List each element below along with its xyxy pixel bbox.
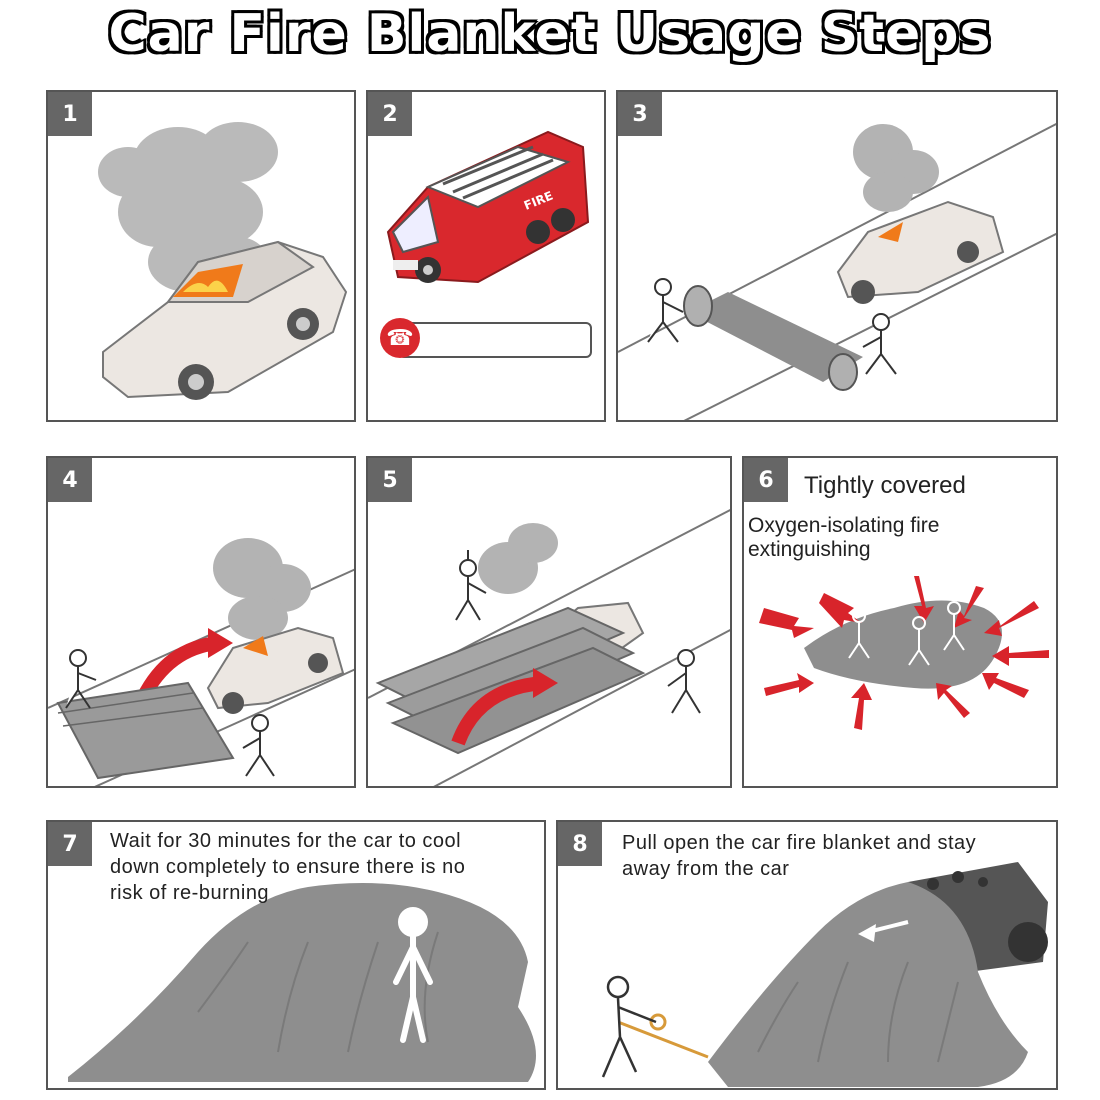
fire-truck-illustration: FIRE bbox=[386, 130, 590, 284]
burning-car-illustration bbox=[98, 122, 348, 400]
oxygen-isolation-illustration bbox=[759, 576, 1049, 730]
step-6-panel: Tightly covered Oxygen-isolating fire ex… bbox=[742, 456, 1058, 788]
step-3-panel: 3 bbox=[616, 90, 1058, 422]
step-1-badge: 1 bbox=[48, 92, 92, 136]
step-8-line-2: away from the car bbox=[622, 858, 790, 880]
step-7-badge: 7 bbox=[48, 822, 92, 866]
cover-car-illustration bbox=[368, 508, 730, 786]
step-6-line-2: Oxygen-isolating fire extinguishing bbox=[748, 514, 940, 561]
step-8-panel: Pull open the car fire blanket and stay … bbox=[556, 820, 1058, 1090]
step-5-badge: 5 bbox=[368, 458, 412, 502]
step-6-badge: 6 bbox=[744, 458, 788, 502]
phone-number-field bbox=[398, 322, 592, 358]
page-title: Car Fire Blanket Usage Steps bbox=[107, 3, 992, 66]
pull-blanket-illustration bbox=[601, 862, 1048, 1087]
step-3-badge: 3 bbox=[618, 92, 662, 136]
phone-call-icon: ☎ bbox=[380, 318, 420, 358]
step-2-badge: 2 bbox=[368, 92, 412, 136]
step-1-panel: 1 bbox=[46, 90, 356, 422]
covered-car-waiting-illustration bbox=[68, 883, 536, 1082]
step-5-panel: 5 bbox=[366, 456, 732, 788]
step-7-panel: Wait for 30 minutes for the car to cool … bbox=[46, 820, 546, 1090]
step-7-line-3: risk of re-burning bbox=[110, 882, 270, 904]
step-4-badge: 4 bbox=[48, 458, 92, 502]
step-8-line-1: Pull open the car fire blanket and stay bbox=[622, 832, 977, 854]
unroll-blanket-illustration bbox=[618, 122, 1056, 420]
step-2-panel: FIRE ☎ 2 bbox=[366, 90, 606, 422]
carry-blanket-illustration bbox=[48, 538, 354, 786]
step-7-line-2: down completely to ensure there is no bbox=[110, 856, 466, 878]
step-6-line-1: Tightly covered bbox=[804, 472, 966, 499]
step-8-badge: 8 bbox=[558, 822, 602, 866]
step-4-panel: 4 bbox=[46, 456, 356, 788]
step-7-line-1: Wait for 30 minutes for the car to cool bbox=[110, 830, 462, 852]
